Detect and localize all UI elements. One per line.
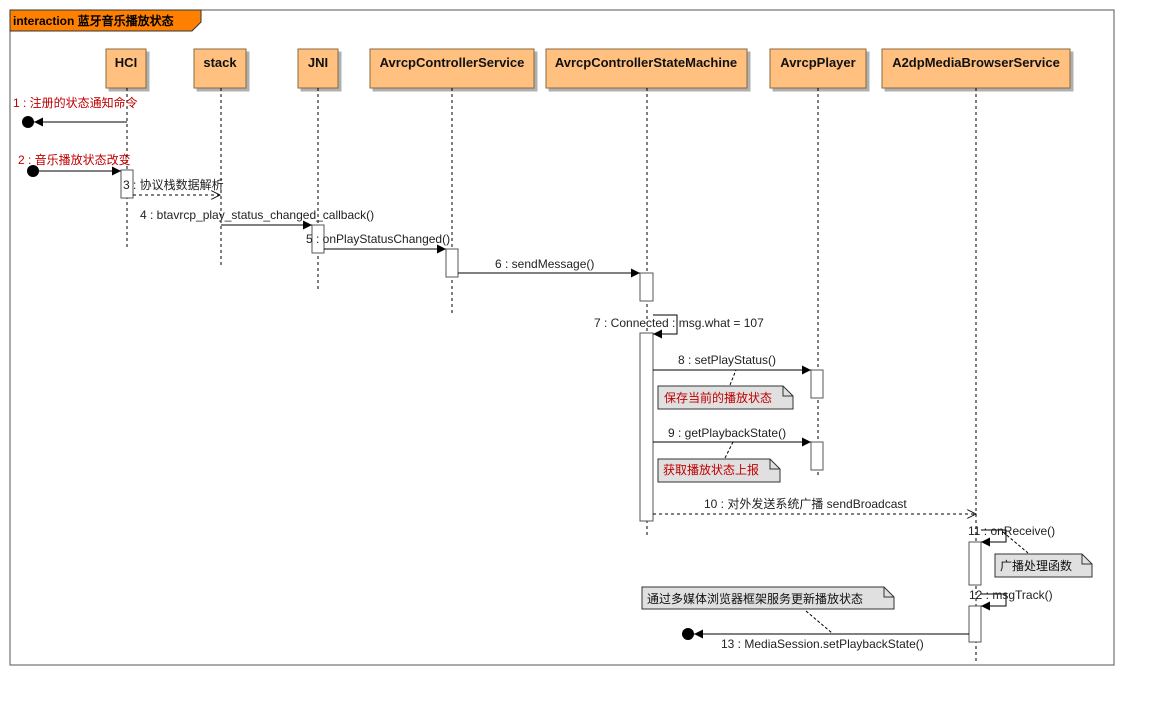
message-3-label: 3 : 协议栈数据解析	[123, 177, 224, 192]
note-4-connector	[805, 610, 833, 634]
activation-ap-1	[810, 369, 824, 399]
note-1-box	[657, 385, 794, 410]
lifeline-head-avrcp-player	[769, 48, 867, 89]
lifeline-head-hci	[105, 48, 147, 89]
lifeline-label-avrcp-player: AvrcpPlayer	[780, 55, 855, 70]
lifeline-head-avrcp-controller-state-machine	[545, 48, 748, 89]
note-3-box	[994, 553, 1093, 578]
note-2-text: 获取播放状态上报	[663, 462, 759, 477]
activation-a2dp-1	[968, 541, 982, 586]
message-6-label: 6 : sendMessage()	[495, 257, 594, 271]
note-4-box	[641, 586, 895, 610]
lifeline-label-hci: HCI	[115, 55, 137, 70]
message-8-label: 8 : setPlayStatus()	[678, 353, 776, 367]
message-7-label: 7 : Connected : msg.what = 107	[594, 316, 764, 330]
activation-acsm-1	[639, 272, 654, 302]
activation-acs	[445, 248, 459, 278]
lifeline-head-stack	[193, 48, 247, 89]
lifeline-head-a2dp-media-browser-service	[881, 48, 1071, 89]
message-5-label: 5 : onPlayStatusChanged()	[306, 232, 450, 246]
frame-title: interaction 蓝牙音乐播放状态	[13, 13, 174, 28]
message-1-label: 1 : 注册的状态通知命令	[13, 95, 138, 110]
note-3-connector	[1002, 531, 1029, 554]
note-1-connector	[729, 369, 737, 386]
message-7-arrow	[653, 314, 678, 339]
message-2-label: 2 : 音乐播放状态改变	[18, 152, 131, 167]
message-13-endpoint	[682, 628, 694, 640]
note-1-text: 保存当前的播放状态	[664, 390, 772, 405]
message-11-arrow	[981, 529, 1007, 547]
activation-hci	[120, 169, 134, 199]
activation-acsm-2	[639, 332, 654, 522]
note-2-box	[657, 458, 781, 483]
message-9-label: 9 : getPlaybackState()	[668, 426, 786, 440]
note-3-text: 广播处理函数	[1000, 558, 1072, 573]
frame-title-tab	[9, 9, 202, 32]
lifeline-label-jni: JNI	[308, 55, 328, 70]
message-1-endpoint	[22, 116, 34, 128]
lifeline-label-a2dp-media-browser-service: A2dpMediaBrowserService	[892, 55, 1060, 70]
lifeline-head-jni	[297, 48, 339, 89]
note-4-text: 通过多媒体浏览器框架服务更新播放状态	[647, 591, 863, 606]
message-13-label: 13 : MediaSession.setPlaybackState()	[721, 637, 924, 651]
activation-jni	[311, 224, 325, 254]
interaction-frame	[9, 9, 1115, 666]
message-12-label: 12 : msgTrack()	[969, 588, 1053, 602]
message-4-label: 4 : btavrcp_play_status_changed_callback…	[140, 208, 374, 222]
lifeline-label-avrcp-controller-state-machine: AvrcpControllerStateMachine	[555, 55, 737, 70]
lifeline-label-avrcp-controller-service: AvrcpControllerService	[380, 55, 525, 70]
message-12-arrow	[981, 593, 1007, 611]
activation-a2dp-2	[968, 605, 982, 643]
message-10-label: 10 : 对外发送系统广播 sendBroadcast	[704, 496, 907, 511]
lifeline-label-stack: stack	[203, 55, 237, 70]
message-11-label: 11 : onReceive()	[968, 524, 1055, 538]
lifeline-head-avrcp-controller-service	[369, 48, 535, 89]
note-2-connector	[724, 441, 734, 459]
activation-ap-2	[810, 441, 824, 471]
